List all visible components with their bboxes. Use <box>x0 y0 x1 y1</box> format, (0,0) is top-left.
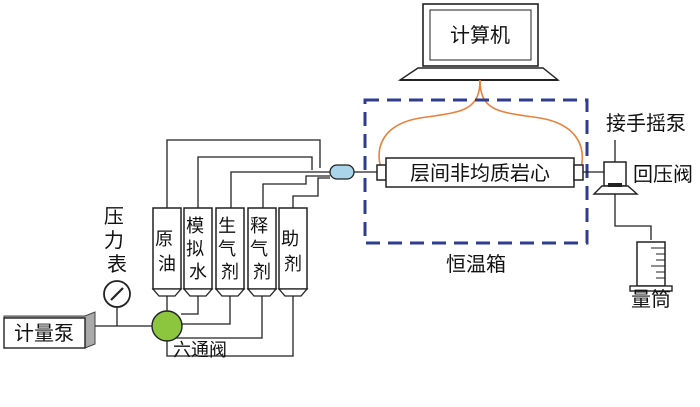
thermostatic-oven-label: 恒温箱 <box>446 252 506 276</box>
six-way-valve-label: 六通阀 <box>173 340 227 361</box>
signal-line-left <box>378 79 481 173</box>
core-cap-left <box>376 164 387 181</box>
back-pressure-valve-base <box>592 185 639 195</box>
container-gas-releasing-agent: 释 气 剂 <box>246 207 278 297</box>
computer-screen-inner <box>429 9 532 61</box>
container-gas-generating-agent-label: 生 气 剂 <box>218 216 242 283</box>
computer-label: 计算机 <box>450 23 510 47</box>
hand-pump-label: 接手摇泵 <box>606 111 686 135</box>
metering-pump-body <box>3 317 86 349</box>
container-additive-label: 助 剂 <box>281 229 305 275</box>
core-label: 层间非均质岩心 <box>410 161 550 185</box>
cylinder-scale <box>651 247 665 279</box>
container-crude-oil-label: 原 油 <box>155 229 179 275</box>
pressure-gauge-char-2: 力 <box>104 228 124 252</box>
graduated-cylinder: 量筒 <box>629 241 673 311</box>
outlet-piping <box>166 296 294 357</box>
inlet-connector <box>329 164 355 180</box>
container-simulated-water-label: 模 拟 水 <box>186 216 210 283</box>
pressure-gauge-label: 压 力 表 <box>104 204 130 276</box>
container-gas-generating-agent: 生 气 剂 <box>214 207 246 297</box>
back-pressure-valve-top <box>603 161 627 187</box>
pressure-gauge-needle <box>110 287 124 301</box>
pressure-gauge: 压 力 表 <box>103 204 131 326</box>
core-cap-right <box>573 164 584 181</box>
computer-keyboard-base <box>397 67 560 81</box>
cylinder-body <box>636 241 666 287</box>
computer: 计算机 <box>397 3 560 81</box>
container-simulated-water: 模 拟 水 <box>182 207 214 297</box>
graduated-cylinder-label: 量筒 <box>631 287 671 311</box>
metering-pump-label: 计量泵 <box>14 321 74 345</box>
outlet-line <box>614 194 652 240</box>
computer-screen <box>422 3 539 67</box>
inlet-piping <box>166 139 377 208</box>
container-additive: 助 剂 <box>277 207 309 297</box>
container-crude-oil: 原 油 <box>151 207 183 297</box>
cylinder-base <box>629 285 673 292</box>
back-pressure-valve-label: 回压阀 <box>633 162 693 186</box>
metering-pump: 计量泵 <box>3 311 152 349</box>
pressure-gauge-char-3: 表 <box>107 252 127 276</box>
pressure-gauge-char-1: 压 <box>104 204 124 228</box>
container-gas-releasing-agent-label: 释 气 剂 <box>250 216 274 283</box>
back-pressure-valve <box>583 161 639 195</box>
six-way-valve <box>151 310 183 342</box>
core-body <box>385 157 575 188</box>
core-holder: 层间非均质岩心 <box>376 157 584 188</box>
